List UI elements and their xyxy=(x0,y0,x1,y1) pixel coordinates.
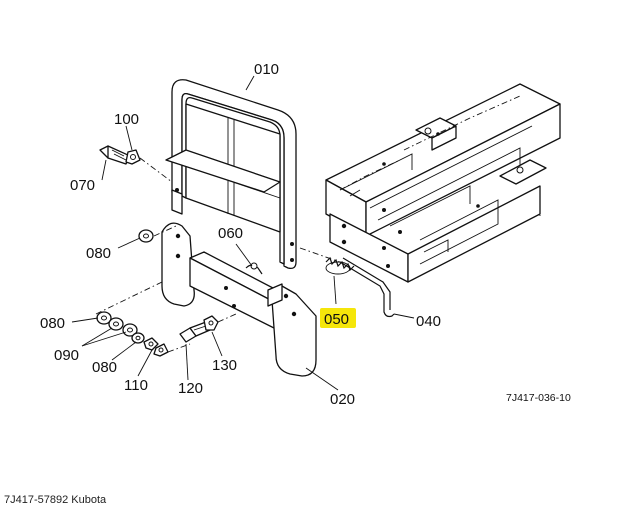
leader-lines xyxy=(71,75,415,391)
washer-080a xyxy=(138,229,154,243)
callout-100: 100 xyxy=(114,111,139,128)
footer-caption: 7J417-57892 Kubota xyxy=(4,494,107,506)
callout-010: 010 xyxy=(254,61,279,78)
spring-050 xyxy=(325,256,355,275)
nut-100 xyxy=(125,149,141,165)
callout-070: 070 xyxy=(70,177,95,194)
callout-080-lower: 080 xyxy=(92,359,117,376)
callout-090: 090 xyxy=(54,347,79,364)
bolt-070 xyxy=(99,145,131,165)
drawing-number: 7J417-036-10 xyxy=(506,392,571,404)
callout-040: 040 xyxy=(416,313,441,330)
callout-080-upper: 080 xyxy=(86,245,111,262)
front-guard-010 xyxy=(165,79,297,270)
callout-050: 050 xyxy=(324,311,349,328)
clip-060 xyxy=(245,262,263,275)
callout-110: 110 xyxy=(124,377,148,394)
highlight-050 xyxy=(320,308,356,328)
callout-080-left: 080 xyxy=(40,315,65,332)
pin-040 xyxy=(299,247,395,318)
nut-130 xyxy=(203,315,219,331)
callout-120: 120 xyxy=(178,380,203,397)
tractor-frame xyxy=(325,83,561,283)
callout-060: 060 xyxy=(218,225,243,242)
bumper-bracket-020 xyxy=(161,222,317,377)
callout-020: 020 xyxy=(330,391,355,408)
callout-130: 130 xyxy=(212,357,237,374)
callout-labels: 010 100 070 080 060 080 090 080 110 120 … xyxy=(4,61,571,506)
